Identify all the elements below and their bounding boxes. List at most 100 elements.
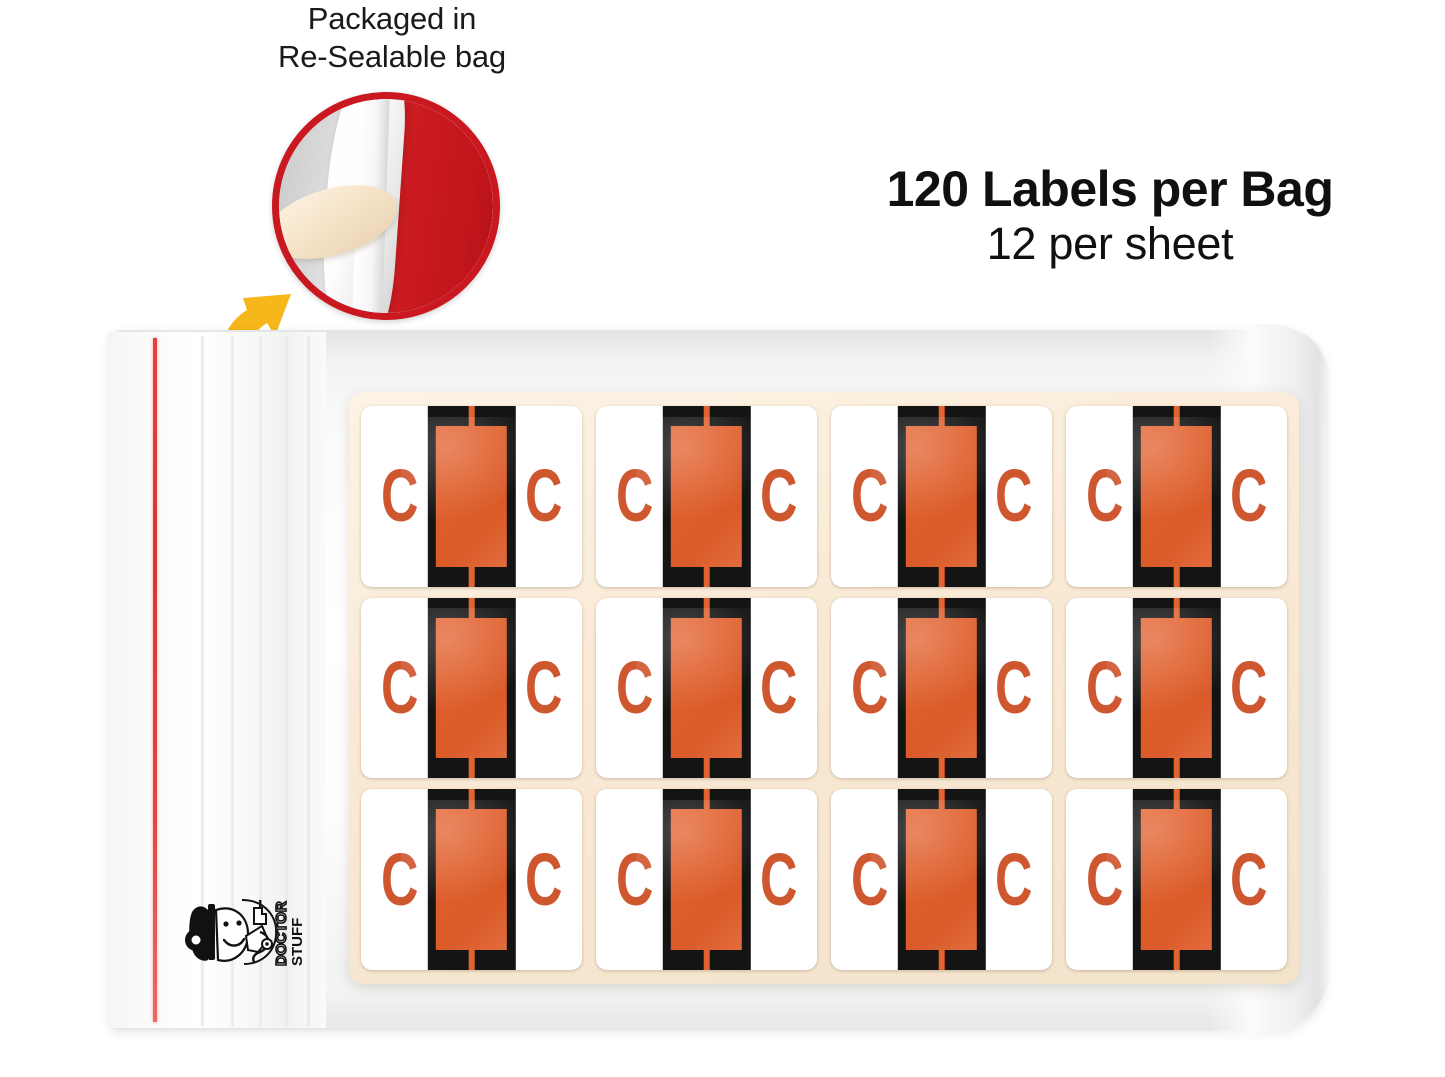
label-bar-notch-bottom — [1173, 564, 1180, 587]
label-color-bar-fill — [671, 617, 742, 759]
label-color-bar-fill — [1141, 617, 1212, 759]
label-letter-right: C — [524, 645, 562, 729]
label-bar-notch-bottom — [938, 756, 945, 779]
bag-pleat — [284, 336, 289, 1026]
bag-zipper-panel — [108, 332, 326, 1028]
label-bar-notch-top — [703, 406, 710, 428]
label-cell: C C — [596, 789, 817, 970]
label-color-bar-fill — [436, 425, 507, 567]
label-letter-left: C — [1086, 454, 1124, 538]
label-letter-left: C — [381, 454, 419, 538]
label-color-bar — [427, 406, 516, 587]
label-color-bar — [662, 789, 751, 970]
label-letter-right: C — [524, 454, 562, 538]
label-cell: C C — [361, 406, 582, 587]
label-cell: C C — [361, 597, 582, 779]
bag-pleat — [230, 336, 235, 1026]
caption-line-1: Packaged in — [307, 1, 477, 36]
label-bar-notch-top — [468, 789, 475, 811]
label-bar-notch-top — [703, 789, 710, 811]
label-letter-left: C — [851, 645, 889, 729]
label-bar-notch-bottom — [1173, 756, 1180, 779]
label-bar-notch-top — [1173, 406, 1180, 428]
label-color-bar — [427, 789, 516, 970]
label-letter-left: C — [851, 454, 889, 538]
label-bar-notch-top — [468, 597, 475, 620]
label-color-bar — [897, 597, 986, 779]
headline-line-2: 12 per sheet — [986, 218, 1234, 269]
label-color-bar — [897, 406, 986, 587]
logo-text-stuff: STUFF — [289, 918, 306, 966]
label-cell: C C — [596, 406, 817, 587]
label-bar-notch-bottom — [938, 948, 945, 970]
caption-line-2: Re-Sealable bag — [278, 39, 506, 74]
label-bar-notch-top — [938, 789, 945, 811]
label-letter-right: C — [1229, 645, 1267, 729]
label-letter-left: C — [381, 645, 419, 729]
label-letter-left: C — [1086, 837, 1124, 921]
label-bar-notch-top — [703, 597, 710, 620]
label-cell: C C — [831, 789, 1052, 970]
label-letter-right: C — [759, 837, 797, 921]
zipper-red-line — [153, 338, 157, 1022]
label-cell: C C — [361, 789, 582, 970]
packaging-caption: Packaged in Re-Sealable bag — [236, 0, 548, 76]
label-letter-right: C — [524, 837, 562, 921]
label-bar-notch-bottom — [938, 564, 945, 587]
label-color-bar-fill — [671, 425, 742, 567]
label-sheet: C C C C C — [349, 392, 1299, 984]
label-letter-left: C — [616, 454, 654, 538]
label-bar-notch-bottom — [703, 564, 710, 587]
label-letter-left: C — [616, 645, 654, 729]
label-color-bar — [662, 597, 751, 779]
label-cell: C C — [596, 597, 817, 779]
label-bar-notch-bottom — [1173, 948, 1180, 970]
label-color-bar — [1132, 597, 1221, 779]
bag-pleat — [200, 336, 205, 1026]
label-cell: C C — [831, 406, 1052, 587]
label-color-bar-fill — [906, 617, 977, 759]
label-bar-notch-bottom — [468, 756, 475, 779]
label-color-bar-fill — [906, 425, 977, 567]
label-color-bar — [1132, 406, 1221, 587]
label-letter-right: C — [759, 454, 797, 538]
label-letter-right: C — [994, 837, 1032, 921]
label-letter-left: C — [851, 837, 889, 921]
label-letter-right: C — [994, 645, 1032, 729]
doctor-stuff-logo-icon: DOCTOR STUFF — [185, 899, 306, 967]
label-bar-notch-bottom — [703, 948, 710, 970]
bag-pleat — [306, 336, 311, 1026]
label-cell: C C — [831, 597, 1052, 779]
label-letter-left: C — [1086, 645, 1124, 729]
resealable-bag: DOCTOR STUFF C C C — [108, 324, 1330, 1036]
label-letter-right: C — [1229, 837, 1267, 921]
label-color-bar-fill — [436, 809, 507, 951]
label-color-bar-fill — [436, 617, 507, 759]
label-color-bar-fill — [1141, 425, 1212, 567]
label-color-bar — [1132, 789, 1221, 970]
quantity-headline: 120 Labels per Bag 12 per sheet — [840, 160, 1380, 270]
label-bar-notch-bottom — [468, 948, 475, 970]
label-letter-right: C — [994, 454, 1032, 538]
label-color-bar — [897, 789, 986, 970]
magnifier-content — [279, 99, 493, 313]
label-color-bar-fill — [1141, 809, 1212, 951]
label-bar-notch-top — [1173, 597, 1180, 620]
label-bar-notch-top — [938, 406, 945, 428]
label-bar-notch-top — [1173, 789, 1180, 811]
label-color-bar — [662, 406, 751, 587]
label-letter-left: C — [381, 837, 419, 921]
label-color-bar-fill — [906, 809, 977, 951]
headline-line-1: 120 Labels per Bag — [840, 160, 1380, 218]
magnifier-circle-inset — [272, 92, 500, 320]
label-count: 120 — [886, 161, 969, 217]
bag-pleat — [258, 336, 263, 1026]
label-cell: C C — [1066, 406, 1287, 587]
label-letter-left: C — [616, 837, 654, 921]
label-color-bar-fill — [671, 809, 742, 951]
label-count-suffix: Labels per Bag — [968, 161, 1334, 217]
label-bar-notch-bottom — [703, 756, 710, 779]
label-bar-notch-top — [938, 597, 945, 620]
label-bar-notch-top — [468, 406, 475, 428]
